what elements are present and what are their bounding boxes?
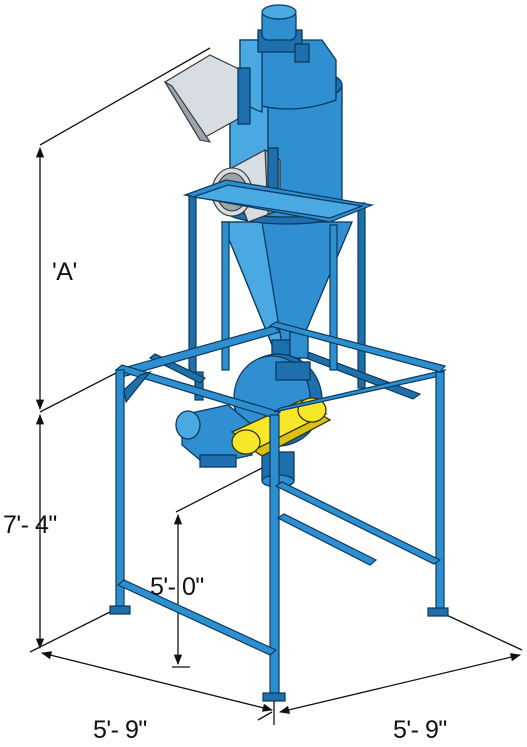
- dimension-frame-height-label: 7'- 4": [3, 511, 57, 539]
- dimension-labels: 'A' 7'- 4" 5'- 0" 5'- 9" 5'- 9": [3, 258, 447, 744]
- dimension-width-left-label: 5'- 9": [93, 716, 147, 744]
- upper-support-stand: [182, 179, 375, 371]
- dimension-a-label: 'A': [52, 258, 77, 286]
- dimension-width-right-label: 5'- 9": [393, 716, 447, 744]
- dimension-lines: [29, 47, 523, 725]
- inlet-duct: [163, 54, 251, 143]
- dimension-width-right-line: [278, 653, 522, 714]
- dimension-outlet-label: 5'- 0": [150, 573, 204, 601]
- dimension-width-left-line: [40, 651, 274, 712]
- support-frame-front: [109, 321, 449, 702]
- blower-motor: [175, 404, 253, 468]
